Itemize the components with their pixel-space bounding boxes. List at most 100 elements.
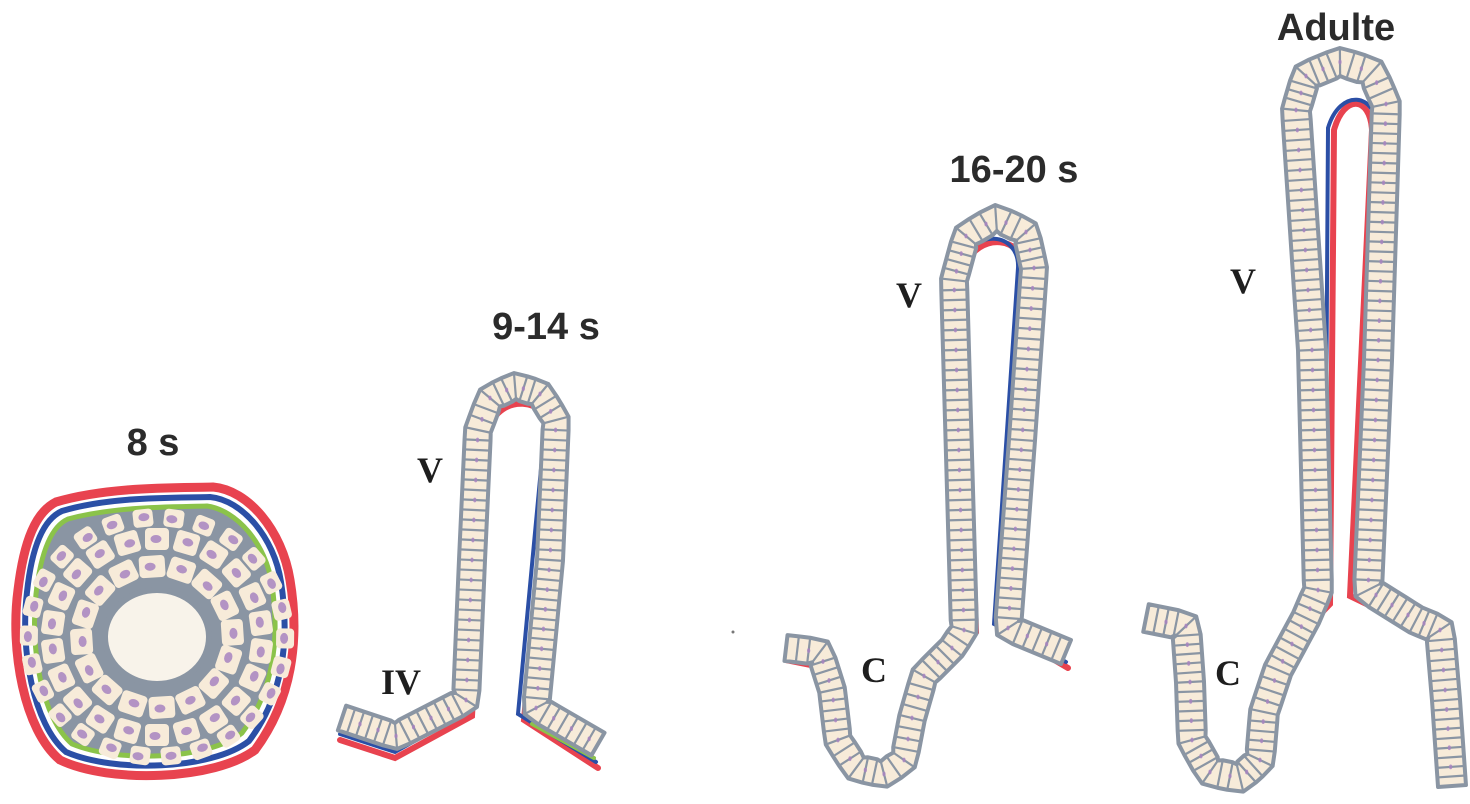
- cell-wall: [458, 589, 484, 590]
- nucleus: [1314, 488, 1317, 493]
- nucleus: [906, 737, 909, 742]
- region-label-v: V: [896, 275, 922, 315]
- nucleus: [957, 448, 960, 453]
- nucleus: [955, 269, 958, 274]
- nucleus: [1281, 659, 1284, 664]
- nucleus: [1294, 108, 1297, 113]
- cell-wall: [950, 580, 976, 581]
- nucleus: [1445, 707, 1448, 712]
- nucleus: [821, 659, 824, 664]
- nucleus: [961, 568, 964, 573]
- cell-wall: [1359, 469, 1387, 470]
- nucleus: [1302, 228, 1305, 233]
- nucleus: [394, 734, 397, 739]
- stage-label-16-20s: 16-20 s: [950, 149, 1079, 191]
- nucleus: [1313, 448, 1316, 453]
- nucleus: [1308, 308, 1311, 313]
- nucleus: [429, 716, 432, 721]
- nucleus: [1301, 208, 1304, 213]
- region-label-c: C: [861, 650, 887, 690]
- stage-8s-section: [16, 487, 294, 776]
- stage-label-8s: 8 s: [127, 422, 180, 464]
- nucleus: [1309, 328, 1312, 333]
- nucleus: [544, 607, 547, 612]
- nucleus: [954, 348, 957, 353]
- nucleus: [1338, 60, 1341, 65]
- cell-wall: [1300, 440, 1328, 441]
- nucleus: [1011, 566, 1014, 571]
- nucleus: [1015, 507, 1018, 512]
- cell-wall: [942, 300, 968, 301]
- nucleus: [1306, 288, 1309, 293]
- nucleus: [957, 428, 960, 433]
- cell-wall: [1371, 133, 1399, 134]
- nucleus: [1448, 745, 1451, 750]
- cell: [41, 637, 66, 664]
- nucleus: [1188, 680, 1191, 685]
- nucleus: [1312, 408, 1315, 413]
- nucleus: [955, 368, 958, 373]
- nucleus: [1390, 603, 1393, 608]
- nucleus: [827, 678, 830, 683]
- nucleus: [953, 288, 956, 293]
- cell: [221, 619, 245, 646]
- cell-wall: [1365, 330, 1393, 331]
- nucleus: [1369, 538, 1372, 543]
- nucleus: [473, 498, 476, 503]
- cell-wall: [457, 609, 483, 610]
- nucleus: [505, 388, 508, 393]
- nucleus: [1374, 418, 1377, 423]
- nucleus: [1370, 498, 1373, 503]
- cell: [248, 638, 273, 665]
- nucleus: [834, 718, 837, 723]
- nucleus: [1378, 299, 1381, 304]
- nucleus: [468, 618, 471, 623]
- cell-wall: [950, 600, 976, 601]
- cell-wall: [945, 420, 971, 421]
- cell-wall: [1364, 369, 1392, 370]
- nucleus: [1376, 358, 1379, 363]
- nucleus: [1379, 279, 1382, 284]
- nucleus: [1027, 347, 1030, 352]
- cell-wall: [1370, 172, 1398, 173]
- nucleus: [1208, 770, 1211, 775]
- nucleus: [1446, 726, 1449, 731]
- nucleus: [151, 535, 162, 543]
- cell: [132, 508, 154, 528]
- nucleus: [1030, 306, 1033, 311]
- nucleus: [1422, 621, 1425, 626]
- nucleus: [1311, 388, 1314, 393]
- cell: [163, 508, 185, 528]
- nucleus: [467, 638, 470, 643]
- cell-wall: [1372, 113, 1400, 114]
- cell-wall: [462, 489, 488, 490]
- nucleus: [836, 738, 839, 743]
- nucleus: [1316, 568, 1319, 573]
- nucleus: [961, 588, 964, 593]
- cell-wall: [538, 539, 564, 540]
- nucleus: [1311, 368, 1314, 373]
- speck: [732, 631, 735, 634]
- nucleus: [1024, 230, 1027, 235]
- nucleus: [1383, 161, 1386, 166]
- nucleus: [554, 428, 557, 433]
- cell-wall: [1366, 310, 1394, 311]
- nucleus: [962, 628, 965, 633]
- cell-wall: [459, 569, 485, 570]
- nucleus: [958, 488, 961, 493]
- nucleus: [1305, 268, 1308, 273]
- cell-wall: [943, 340, 969, 341]
- nucleus: [959, 508, 962, 513]
- nucleus: [1184, 624, 1187, 629]
- nucleus: [1190, 718, 1193, 723]
- cell-wall: [1357, 529, 1385, 530]
- nucleus: [1031, 286, 1034, 291]
- nucleus: [1406, 613, 1409, 618]
- nucleus: [538, 666, 541, 671]
- nucleus: [549, 409, 552, 414]
- cell-wall: [1357, 509, 1385, 510]
- stage-9-14s-tissue: [338, 373, 605, 768]
- nucleus: [553, 448, 556, 453]
- nucleus: [1164, 620, 1167, 625]
- nucleus: [1379, 259, 1382, 264]
